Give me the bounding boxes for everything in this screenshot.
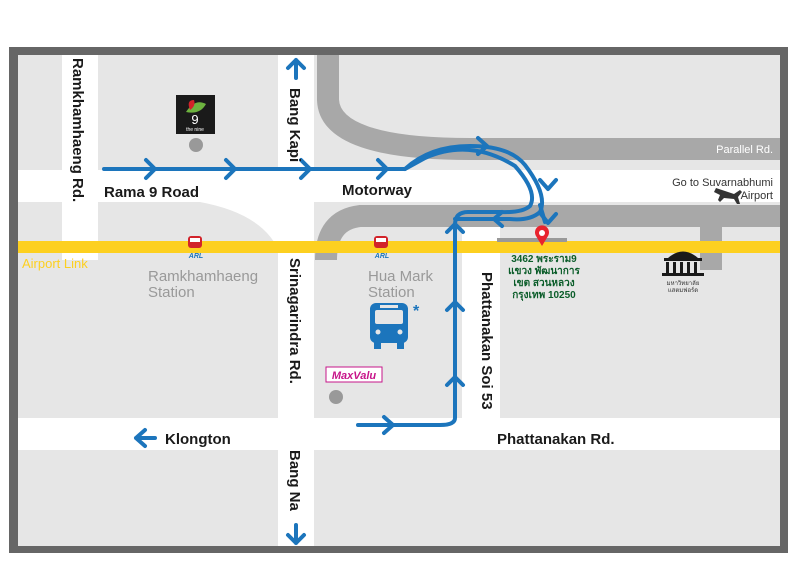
arrow-up-2 (445, 300, 465, 312)
the-nine-leaf-red-icon (188, 100, 195, 110)
address-line1: 3462 พระราม9 (511, 254, 577, 265)
destination-pin-icon (497, 225, 567, 246)
ramkhamhaeng-station-label-line1: Ramkhamhaeng (148, 268, 258, 285)
curve-road-west (200, 202, 282, 260)
university-label-line2: แสตมฟอร์ด (668, 286, 698, 294)
the-nine-marker (189, 138, 203, 152)
university-label-line1: มหาวิทยาลัย (667, 280, 700, 287)
phattanakan-soi-label: Phattanakan Soi 53 (478, 272, 495, 410)
klongton-label: Klongton (165, 431, 231, 448)
arl-badge-text: ARL (188, 253, 203, 260)
building-dome (668, 251, 698, 258)
route-arrows (144, 136, 558, 435)
route-inner-loop (356, 147, 535, 427)
the-nine-number: 9 (191, 112, 198, 127)
bus-wheel-left (374, 342, 381, 349)
address-line2: แขวง พัฒนาการ (508, 265, 580, 277)
column-5 (694, 262, 697, 273)
arrow-left-1 (492, 210, 504, 228)
building-base (662, 273, 704, 276)
ramkhamhaeng-road-label: Ramkhamhaeng Rd. (69, 58, 86, 202)
the-nine-logo-box (176, 95, 215, 134)
address-line3: เขต สวนหลวง (513, 278, 574, 289)
bus-light-left (375, 329, 381, 335)
direction-arrows (134, 58, 306, 545)
arrow-right-5 (476, 136, 489, 156)
arl-icon-hua-mark: ARL (374, 236, 389, 260)
bus-wheel-right (397, 342, 404, 349)
arrow-right-2 (224, 158, 237, 180)
address-line4: กรุงเทพ 10250 (512, 290, 576, 301)
arl-icon-ramkhamhaeng: ARL (188, 236, 203, 260)
destination-block (497, 238, 567, 242)
bang-na-label: Bang Na (286, 450, 303, 512)
arrow-down-1 (538, 178, 558, 191)
phattanakan-soi-road (462, 225, 500, 430)
phattanakan-road-label: Phattanakan Rd. (497, 431, 615, 448)
bus-top-strip (380, 305, 398, 308)
parallel-road-label: Parallel Rd. (716, 144, 773, 156)
the-nine-label: the nine (186, 127, 204, 133)
route-rama9-segment (102, 144, 545, 222)
srinagarindra-road-label: Srinagarindra Rd. (286, 258, 303, 384)
the-nine-leaf-icon (186, 102, 206, 113)
airplane-icon (714, 188, 742, 204)
maxvalu-label: MaxValu (332, 370, 377, 382)
maxvalu-marker (329, 390, 343, 404)
hua-mark-station-label-line1: Hua Mark (368, 268, 434, 285)
bus-asterisk: * (413, 303, 420, 320)
airport-link-line (18, 241, 780, 253)
column-3 (680, 262, 683, 273)
bus-icon (370, 303, 408, 349)
arrow-right-3 (299, 158, 312, 180)
bus-window (375, 310, 403, 324)
bang-kapi-label: Bang Kapi (286, 88, 303, 162)
suvarnabhumi-label-line1: Go to Suvarnabhumi (672, 177, 773, 189)
arl-train-window (376, 238, 386, 242)
arrow-right-1 (144, 158, 157, 180)
arrow-up-1 (445, 222, 465, 234)
suvarnabhumi-label-line2: Airport (741, 190, 773, 202)
arrow-right-6 (382, 415, 395, 435)
rama9-road-label: Rama 9 Road (104, 184, 199, 201)
arrow-right-4 (376, 158, 389, 180)
ramkhamhaeng-station-label-line2: Station (148, 284, 195, 301)
arl-badge-text: ARL (374, 253, 389, 260)
column-4 (687, 262, 690, 273)
bus-light-right (397, 329, 403, 335)
klongton-left-arrow-icon (134, 428, 157, 448)
column-2 (673, 262, 676, 273)
ramkhamhaeng-road (62, 55, 98, 260)
hua-mark-station-label-line2: Station (368, 284, 415, 301)
arrow-up-3 (445, 375, 465, 387)
bang-kapi-road (278, 55, 314, 546)
building-roof (664, 258, 702, 261)
column-1 (666, 262, 669, 273)
airport-link-label: Airport Link (22, 256, 88, 271)
arrow-down-2 (539, 212, 558, 225)
motorway-label: Motorway (342, 182, 413, 199)
pin-hole (539, 230, 545, 236)
arl-train-window (190, 238, 200, 242)
bang-kapi-up-arrow-icon (286, 58, 306, 80)
university-building-icon (662, 251, 704, 276)
phattanakan-road (18, 418, 780, 450)
the-nine-logo: 9 the nine (176, 95, 215, 152)
maxvalu-logo-box (325, 366, 383, 383)
bang-na-down-arrow-icon (286, 523, 306, 545)
maxvalu-logo: MaxValu (325, 366, 383, 404)
